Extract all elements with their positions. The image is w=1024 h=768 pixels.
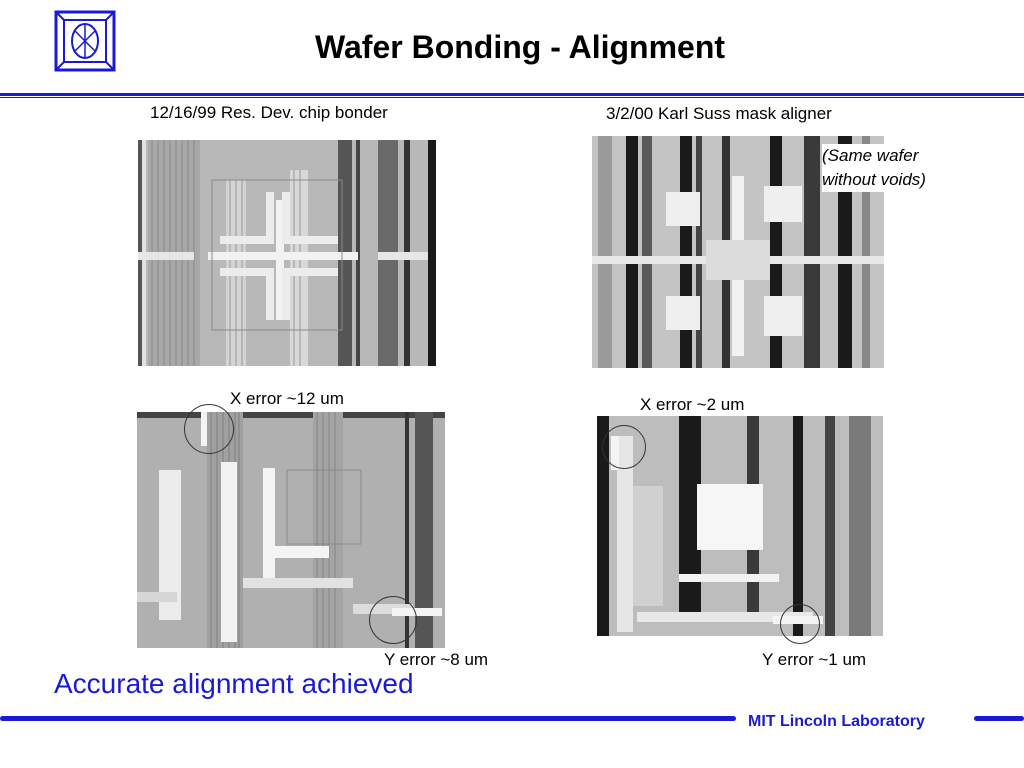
- footer-divider: [0, 716, 736, 721]
- left-caption: 12/16/99 Res. Dev. chip bonder: [150, 103, 388, 122]
- footer-label: MIT Lincoln Laboratory: [748, 713, 925, 730]
- footer-divider-end: [974, 716, 1024, 721]
- right-y-error-label: Y error ~1 um: [762, 650, 867, 669]
- right-x-error-label: X error ~2 um: [640, 395, 745, 414]
- same-wafer-note: (Same wafer without voids): [822, 144, 972, 192]
- mit-ll-logo-icon: [52, 8, 118, 74]
- x-error-marker-left: [184, 404, 234, 454]
- y-error-marker-right: [780, 604, 820, 644]
- header-divider-thin: [0, 97, 1024, 98]
- header-divider: [0, 93, 1024, 96]
- left-y-error-label: Y error ~8 um: [384, 650, 489, 669]
- right-caption: 3/2/00 Karl Suss mask aligner: [606, 104, 832, 123]
- micrograph-chip-bonder-overview: [138, 140, 436, 366]
- y-error-marker-left: [369, 596, 417, 644]
- x-error-marker-right: [602, 425, 646, 469]
- slide-title: Wafer Bonding - Alignment: [314, 29, 726, 65]
- left-x-error-label: X error ~12 um: [230, 389, 344, 408]
- conclusion-text: Accurate alignment achieved: [54, 668, 414, 699]
